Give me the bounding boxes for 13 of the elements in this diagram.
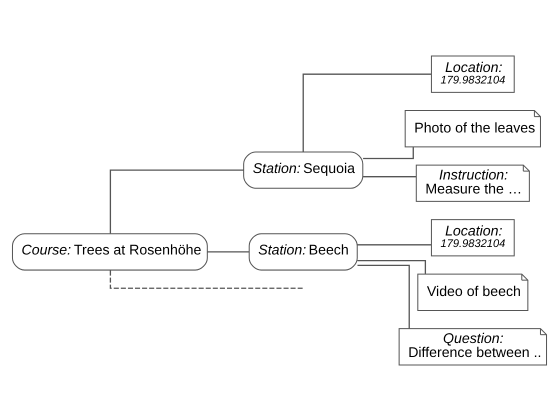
- connector: [110, 270, 303, 288]
- connector: [302, 73, 432, 152]
- node-box: Location: 179.9832104: [430, 218, 515, 256]
- connector: [357, 244, 432, 245]
- node-box: Station: Beech: [248, 232, 358, 270]
- connector: [357, 264, 410, 328]
- connector: [358, 260, 426, 274]
- connector: [363, 176, 416, 177]
- node-box: Course: Trees at Rosenhöhe: [12, 232, 208, 270]
- connector: [110, 168, 244, 233]
- node-box: Station: Sequoia: [243, 150, 364, 188]
- connector: [207, 250, 250, 252]
- node-box: Location: 179.9832104: [430, 55, 515, 92]
